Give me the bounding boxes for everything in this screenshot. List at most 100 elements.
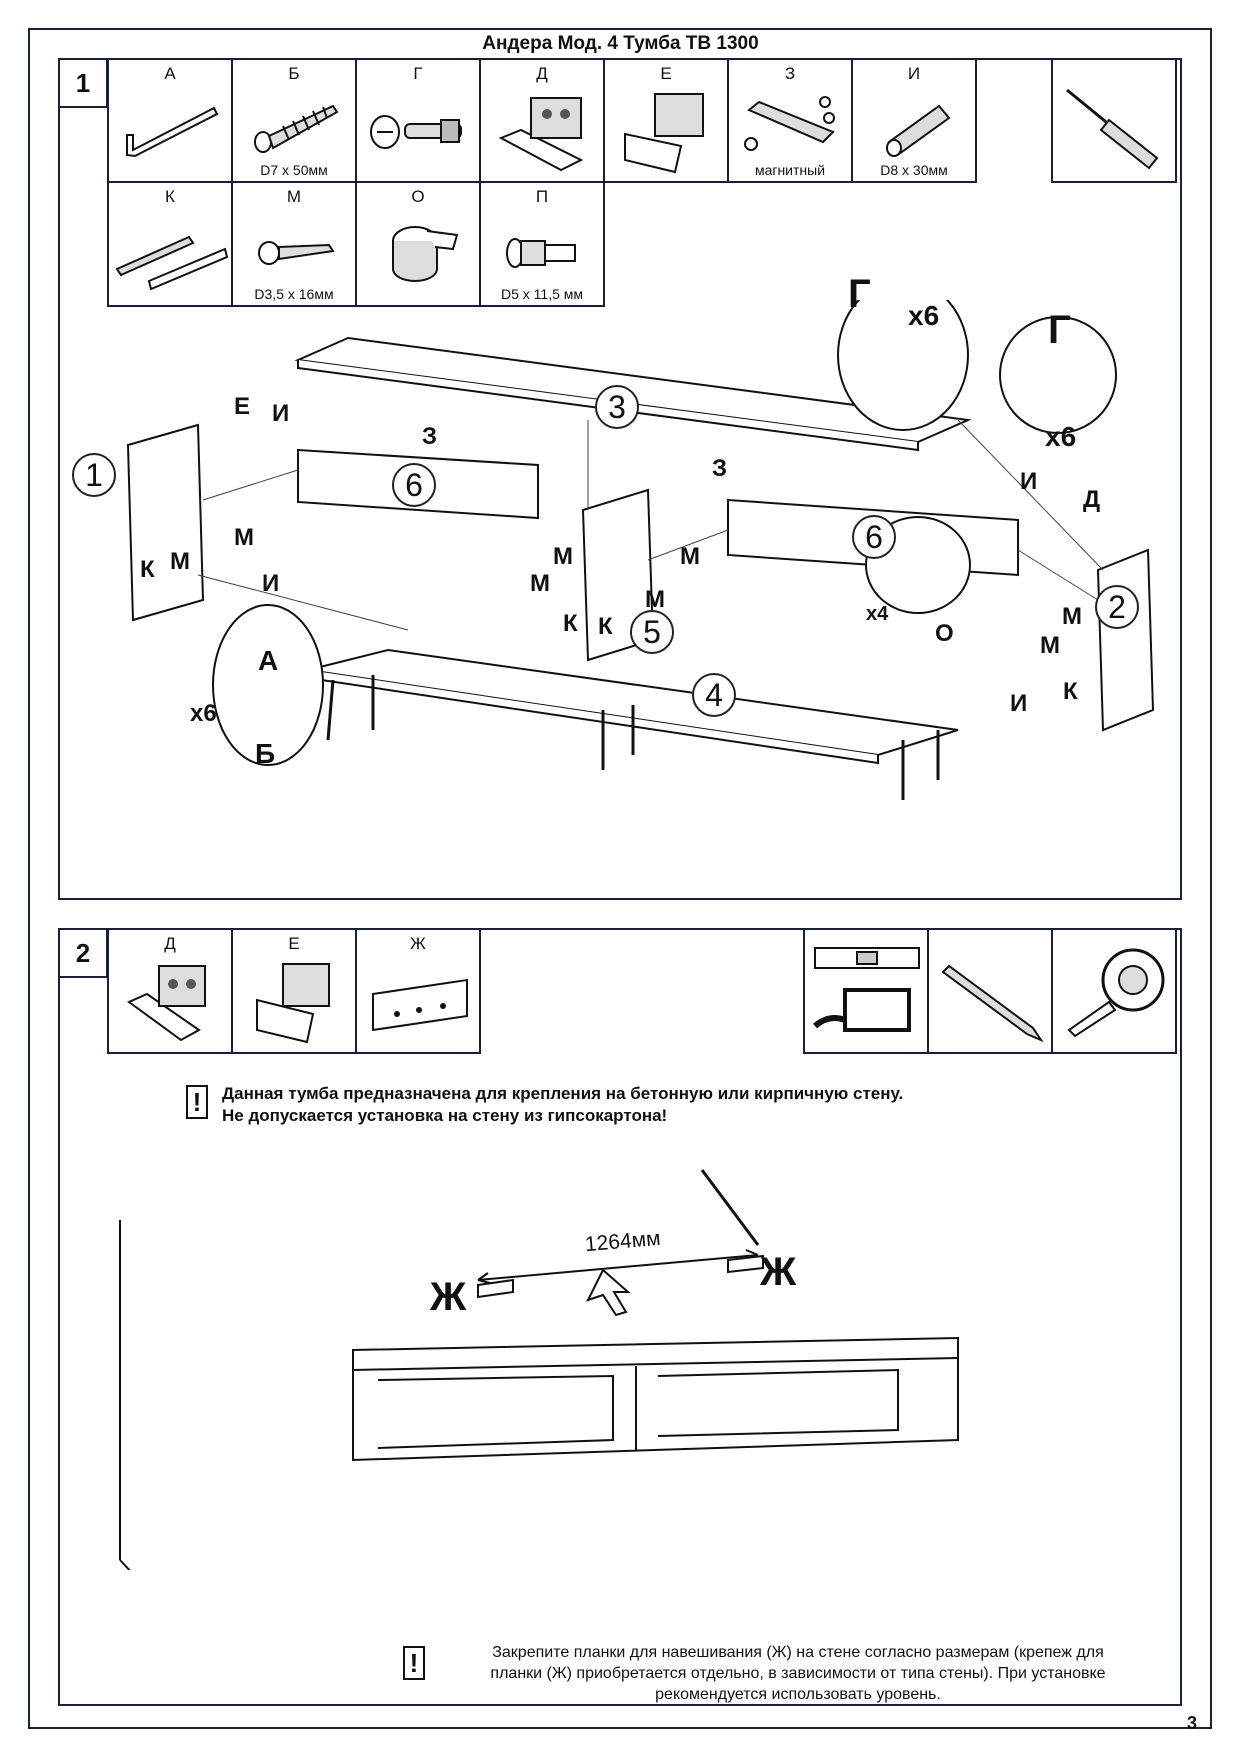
rail-label-left: Ж — [430, 1275, 467, 1319]
label-m: М — [1062, 603, 1082, 630]
part-cell-e: Е — [603, 58, 729, 183]
part-letter: М — [286, 187, 302, 206]
tool-cell-tape-measure — [1051, 928, 1177, 1054]
label-z: З — [712, 455, 728, 482]
label-k: К — [563, 610, 578, 637]
part-cell-k: К — [107, 181, 233, 307]
panel-number-6: 6 — [852, 515, 896, 559]
label-e: Е — [234, 393, 251, 420]
part-cell-a: А — [107, 58, 233, 183]
cam-lock-icon — [370, 115, 462, 149]
tool-cell-level — [803, 928, 929, 1054]
label-m: М — [234, 524, 254, 551]
part-cell-e: Е — [231, 928, 357, 1054]
label-k: К — [1063, 678, 1078, 705]
part-letter: Е — [660, 64, 672, 83]
allen-key-icon — [126, 106, 219, 158]
panel-number-3: 3 — [595, 385, 639, 429]
part-caption: магнитный — [754, 162, 826, 178]
top-panel-3 — [294, 336, 972, 444]
page-number: 3 — [1186, 1713, 1197, 1733]
part-caption: D7 x 50мм — [260, 162, 328, 178]
part-cell-m: М D3,5 x 16мм — [231, 181, 357, 307]
part-letter: К — [165, 187, 175, 206]
callout-o-letter: О — [935, 620, 954, 647]
label-k: К — [140, 556, 155, 583]
callout-g-top-count: x6 — [908, 300, 940, 331]
label-m: М — [1040, 632, 1060, 659]
part-cell-b: Б D7 x 50мм — [231, 58, 357, 183]
tool-cell-screwdriver — [1051, 58, 1177, 183]
label-d: Д — [1083, 486, 1101, 513]
rail-label-right: Ж — [760, 1250, 797, 1294]
note-mark: ! — [403, 1646, 425, 1680]
tape-measure-icon — [1067, 948, 1165, 1038]
part-letter: Б — [288, 64, 300, 83]
part-cell-i: И D8 x 30мм — [851, 58, 977, 183]
step2-panel — [58, 928, 1182, 1706]
part-caption: D5 x 11,5 мм — [500, 286, 584, 302]
warning-mark: ! — [186, 1085, 208, 1119]
label-m: М — [170, 548, 190, 575]
label-i: И — [1010, 690, 1028, 717]
hanger-cover-icon — [256, 963, 330, 1044]
note-line-3: рекомендуется использовать уровень. — [655, 1686, 941, 1703]
label-i: И — [262, 570, 280, 597]
pencil-icon — [941, 964, 1044, 1043]
part-letter: А — [164, 64, 176, 83]
wooden-dowel-icon — [886, 104, 951, 157]
side-panel-1 — [126, 423, 205, 622]
callout-g-right-count: x6 — [1045, 421, 1077, 452]
part-letter: З — [784, 64, 796, 83]
magnetic-catch-icon — [744, 96, 835, 151]
screwdriver-icon — [1066, 88, 1159, 170]
mounting-note: Закрепите планки для навешивания (Ж) на … — [438, 1642, 1158, 1705]
part-cell-d: Д — [107, 928, 233, 1054]
tool-cell-pencil — [927, 928, 1053, 1054]
callout-o-count: x4 — [866, 603, 889, 625]
part-letter: И — [907, 64, 921, 83]
callout-ab-count: x6 — [190, 700, 217, 727]
label-i: И — [272, 400, 290, 427]
callout-g-top-letter: Г — [848, 272, 871, 316]
panel-number-6: 6 — [392, 463, 436, 507]
note-line-2: планки (Ж) приобретается отдельно, в зав… — [490, 1665, 1106, 1682]
callout-b-letter: Б — [255, 738, 276, 769]
part-cell-p: П D5 x 11,5 мм — [479, 181, 605, 307]
part-letter: Е — [288, 934, 300, 953]
bottom-panel-4 — [307, 648, 959, 757]
warning-text: Данная тумба предназначена для крепления… — [222, 1083, 903, 1127]
part-letter: О — [411, 187, 425, 206]
page-frame — [28, 28, 1212, 1729]
wall-hanger-bracket-icon — [498, 97, 584, 172]
panel-number-1: 1 — [72, 453, 116, 497]
hanging-rail-icon — [372, 978, 468, 1032]
panel-number-4: 4 — [692, 673, 736, 717]
part-letter: Д — [164, 934, 176, 953]
part-cell-g: Г — [355, 58, 481, 183]
label-z: З — [422, 423, 438, 450]
shelf-pin-icon — [506, 238, 576, 268]
side-panel-2 — [1096, 548, 1155, 732]
wall-installation-diagram — [119, 1169, 959, 1570]
label-m: М — [645, 586, 665, 613]
callout-g-right — [999, 316, 1117, 434]
rail-right — [727, 1254, 764, 1274]
wood-screw-icon — [258, 241, 335, 265]
part-cell-o: О — [355, 181, 481, 307]
step1-number: 1 — [58, 58, 108, 108]
part-caption: D8 x 30мм — [880, 162, 948, 178]
part-letter: Ж — [410, 934, 426, 953]
hanger-cover-icon — [624, 93, 704, 174]
rail-left — [477, 1278, 514, 1299]
panel-number-2: 2 — [1095, 585, 1139, 629]
label-i: И — [1020, 468, 1038, 495]
drawer-slide-icon — [115, 235, 229, 291]
label-m: М — [530, 570, 550, 597]
part-caption: D3,5 x 16мм — [254, 286, 334, 302]
warning-line-1: Данная тумба предназначена для крепления… — [222, 1084, 904, 1103]
confirmat-screw-icon — [254, 104, 339, 153]
note-line-1: Закрепите планки для навешивания (Ж) на … — [492, 1644, 1104, 1661]
panel-number-5: 5 — [630, 610, 674, 654]
warning-line-2: Не допускается установка на стену из гип… — [222, 1106, 668, 1125]
